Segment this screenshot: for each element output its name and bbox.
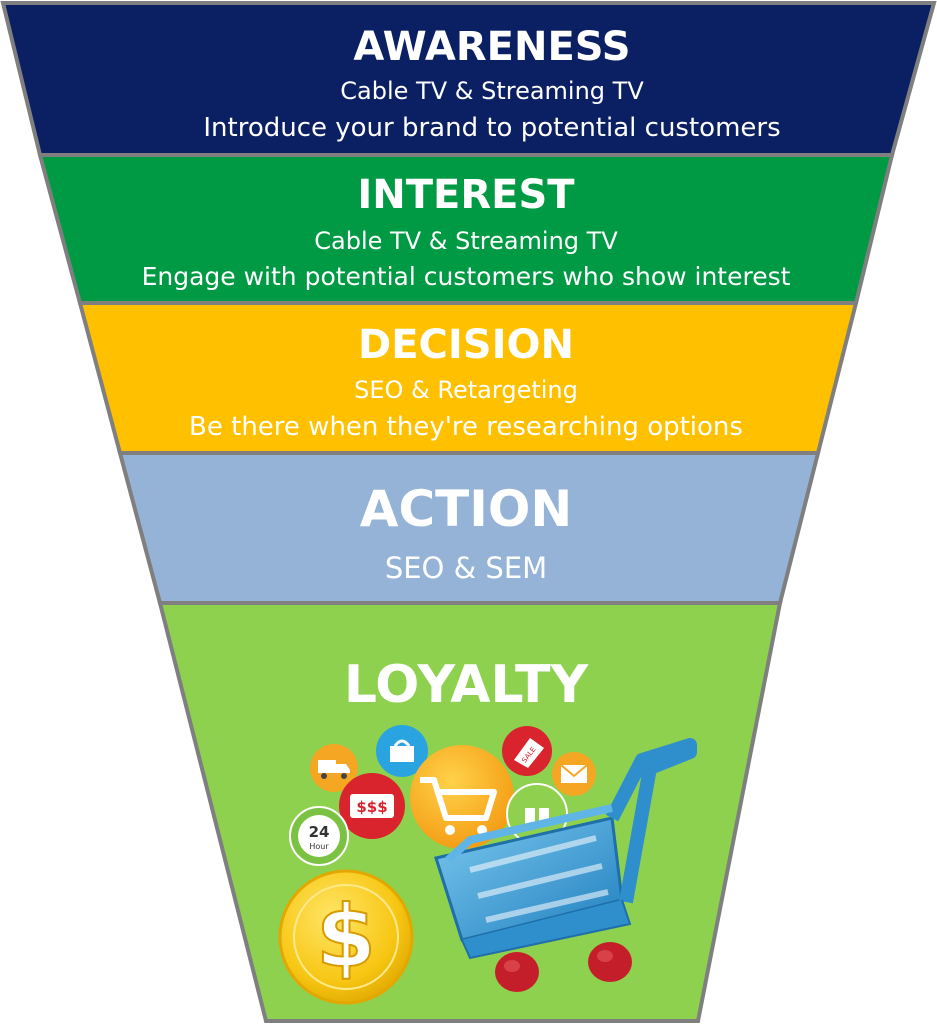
awareness-title: AWARENESS: [353, 24, 630, 70]
interest-description: Engage with potential customers who show…: [142, 262, 791, 291]
decision-channels: SEO & Retargeting: [354, 376, 578, 404]
shopping-bag-icon: [376, 725, 428, 777]
shopping-cart-icon: [410, 745, 514, 849]
interest-title: INTEREST: [357, 172, 575, 218]
shopping-illustration: SALE $$$ 24: [278, 725, 697, 1005]
decision-description: Be there when they're researching option…: [189, 412, 743, 442]
awareness-description: Introduce your brand to potential custom…: [203, 113, 780, 143]
cash-icon: $$$: [339, 773, 405, 839]
loyalty-title: LOYALTY: [344, 655, 590, 715]
action-title: ACTION: [360, 480, 572, 538]
24-hour-number: 24: [309, 823, 330, 841]
sale-tag-icon: SALE: [502, 726, 552, 776]
blue-cart-icon: [434, 738, 697, 992]
action-channels: SEO & SEM: [385, 551, 547, 585]
24-hour-word: Hour: [309, 842, 329, 851]
dollar-symbol: $: [316, 887, 376, 987]
interest-channels: Cable TV & Streaming TV: [314, 227, 618, 255]
awareness-channels: Cable TV & Streaming TV: [340, 77, 644, 105]
decision-title: DECISION: [358, 322, 574, 368]
24-hour-icon: 24 Hour: [289, 806, 349, 866]
dollar-coin-icon: $: [278, 869, 414, 1005]
truck-icon: [310, 744, 358, 792]
envelope-icon: [552, 752, 596, 796]
cash-label: $$$: [356, 798, 387, 816]
